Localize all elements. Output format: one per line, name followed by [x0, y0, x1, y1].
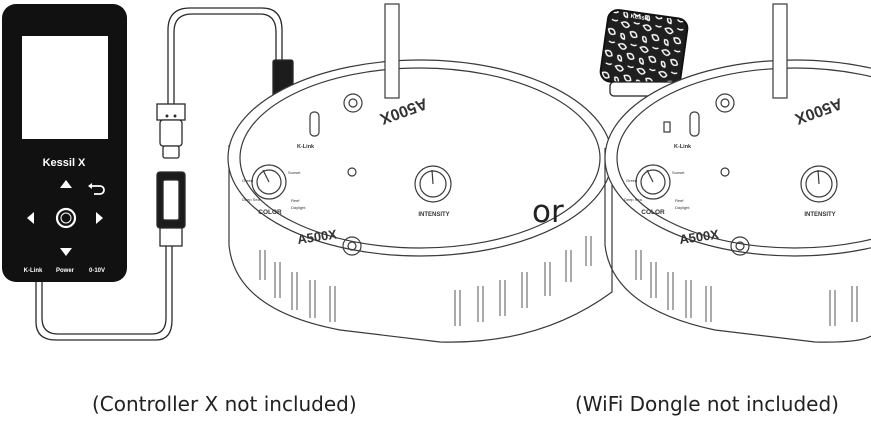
- color-scale-label: Reef: [291, 198, 300, 203]
- controller-screen: [22, 36, 108, 139]
- back-icon: [88, 183, 105, 195]
- light-right: [604, 3, 871, 343]
- color-scale-label: Sunset: [288, 170, 301, 175]
- color-scale-label: Daylight: [291, 205, 306, 210]
- model-logo: A500X: [678, 227, 720, 247]
- or-separator: or: [532, 194, 564, 230]
- right-arrow-icon: [96, 212, 103, 224]
- controller-logo: Kessil X: [43, 157, 86, 169]
- color-scale-label: Reef: [675, 198, 684, 203]
- controller-port-label: K-Link: [24, 268, 43, 274]
- up-arrow-icon: [60, 180, 72, 188]
- color-scale-label: Sunset: [672, 170, 685, 175]
- caption-controller: (Controller X not included): [92, 392, 357, 416]
- controller-port-label: 0-10V: [89, 268, 105, 274]
- k-link-label: K-Link: [674, 144, 692, 150]
- dongle-logo: Kessil: [630, 14, 649, 22]
- color-knob-label: COLOR: [641, 209, 665, 216]
- color-scale-label: Daylight: [675, 205, 690, 210]
- controller-port-label: Power: [56, 268, 75, 274]
- k-link-label: K-Link: [297, 144, 315, 150]
- color-scale-label: Green: [242, 178, 253, 183]
- left-arrow-icon: [27, 212, 34, 224]
- cables: [35, 7, 283, 341]
- color-scale-label: Deep Sea: [242, 197, 261, 202]
- caption-dongle: (WiFi Dongle not included): [575, 392, 839, 416]
- intensity-knob-label: INTENSITY: [804, 212, 835, 218]
- color-knob-label: COLOR: [258, 209, 282, 216]
- down-arrow-icon: [60, 248, 72, 256]
- intensity-knob-label: INTENSITY: [418, 212, 449, 218]
- controller-x: Kessil X K-Link Power 0-10V: [2, 4, 127, 282]
- model-logo: A500X: [296, 227, 338, 247]
- color-scale-label: Deep Sea: [624, 197, 643, 202]
- select-button-icon: [55, 207, 77, 229]
- cable-connectors: [156, 59, 294, 247]
- color-scale-label: Green: [626, 178, 637, 183]
- light-left: [227, 3, 613, 343]
